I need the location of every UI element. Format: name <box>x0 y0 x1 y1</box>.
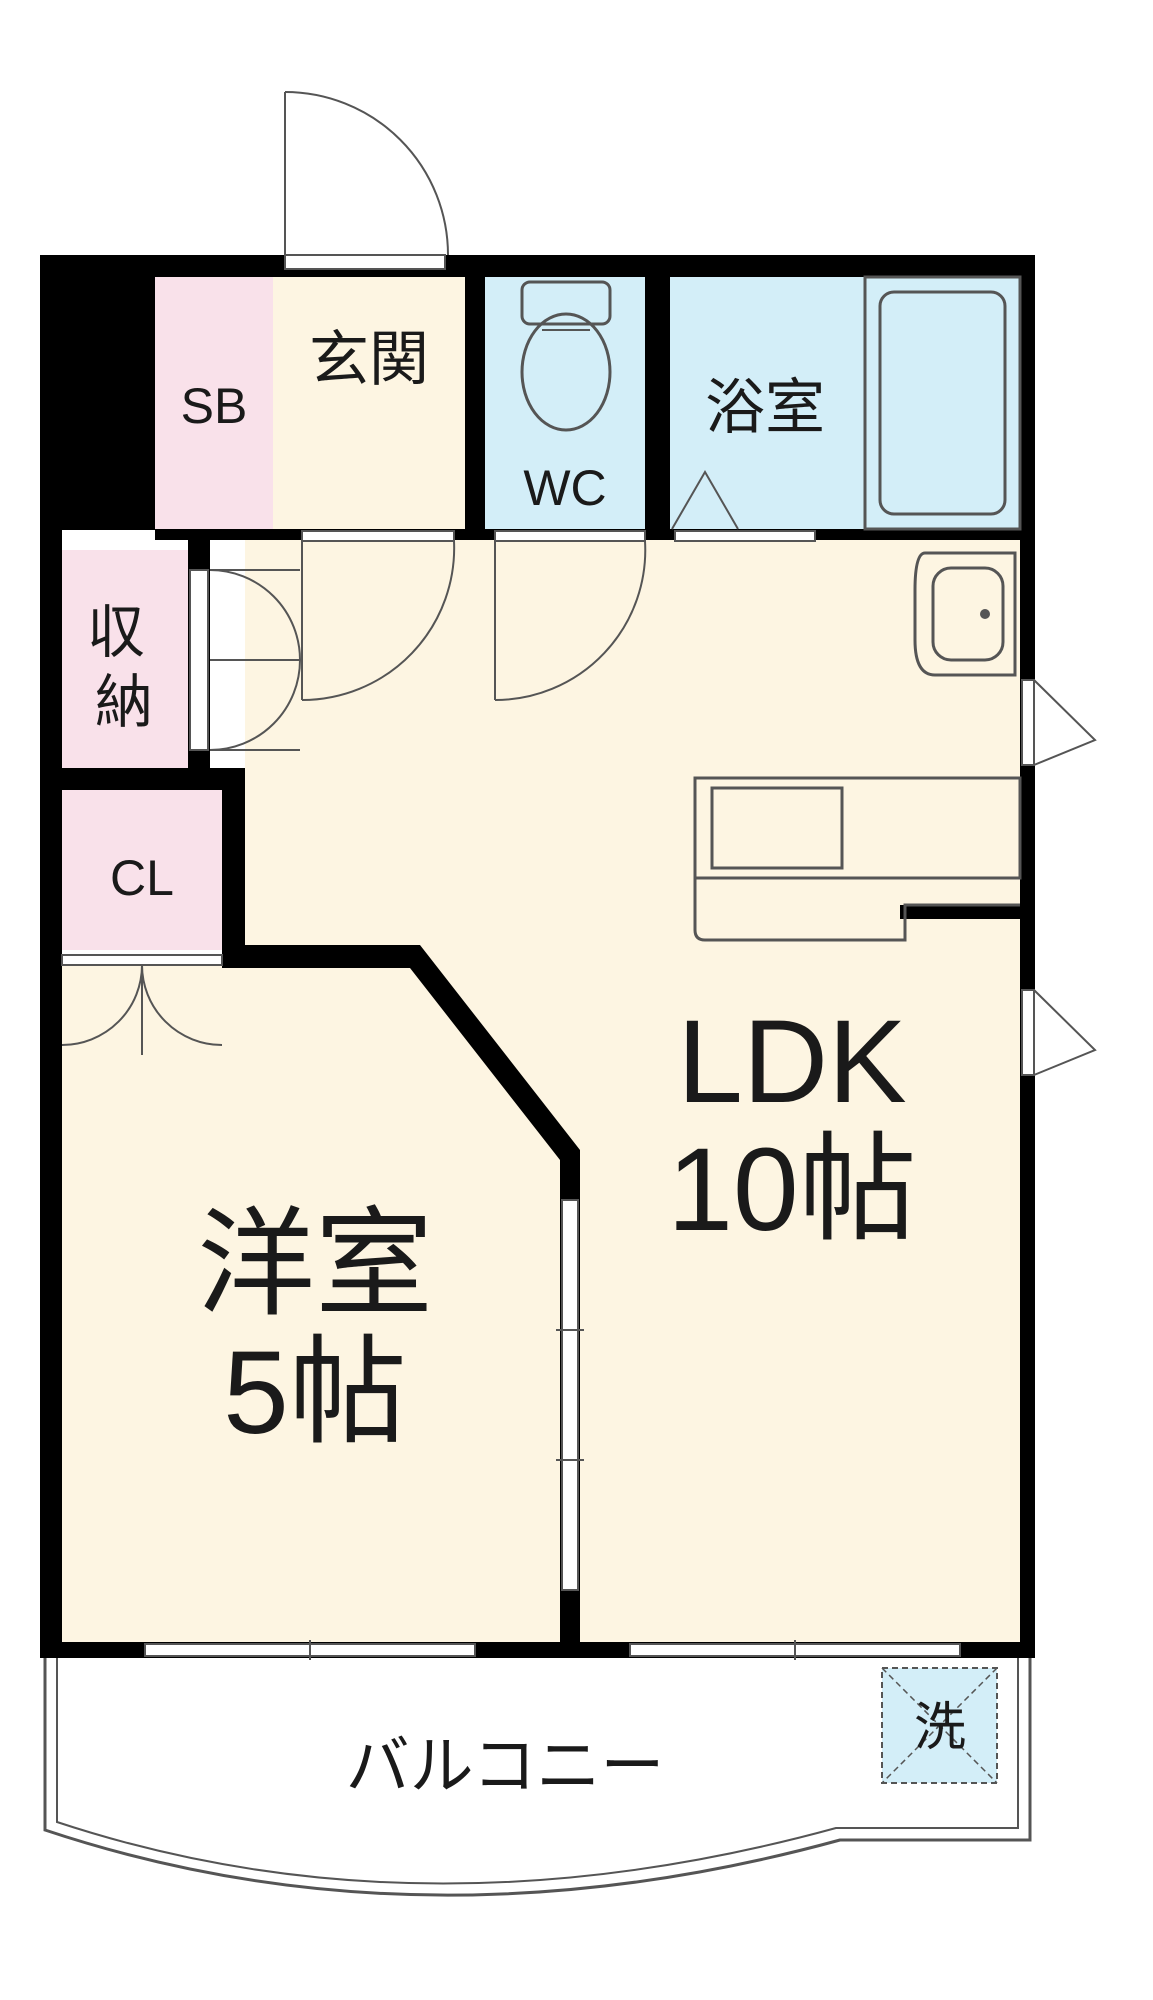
label-ldk-size: 10帖 <box>667 1124 916 1256</box>
doors <box>61 91 1097 1076</box>
balcony-inner-outline <box>56 1658 1019 1885</box>
label-western-size: 5帖 <box>223 1327 407 1459</box>
label-storage-line2: 納 <box>95 670 153 735</box>
label-sb: SB <box>181 378 248 434</box>
closet-floor <box>62 790 222 950</box>
shoe-box-floor <box>155 277 273 529</box>
balcony-outline <box>43 1658 1032 1897</box>
label-storage-line1: 収 <box>87 600 145 665</box>
windows <box>61 254 1035 1660</box>
label-balcony: バルコニー <box>346 1730 665 1802</box>
toilet-fixture <box>520 280 612 432</box>
label-storage: 収 納 <box>87 600 161 735</box>
label-genkan: 玄関 <box>309 326 429 393</box>
washbasin-fixture <box>913 551 1017 677</box>
wc-floor <box>485 277 645 529</box>
laundry-pan <box>881 1667 998 1784</box>
bathtub-fixture <box>863 275 1022 531</box>
label-closet: CL <box>110 850 174 906</box>
label-western-name: 洋室 <box>197 1199 433 1331</box>
label-bath: 浴室 <box>705 374 825 441</box>
room-labels: SB 玄関 WC 浴室 収 納 CL LDK 10帖 洋室 5帖 バルコニー 洗 <box>87 326 966 1802</box>
western-room-floor <box>60 955 565 1642</box>
bath-floor <box>670 277 1020 529</box>
genkan-floor <box>273 277 465 529</box>
label-ldk-name: LDK <box>677 996 907 1128</box>
kitchen-counter-fixture <box>693 776 1022 942</box>
fixtures <box>520 275 1022 942</box>
ldk-floor <box>245 540 1020 1642</box>
floor-fills <box>60 277 1020 1642</box>
storage-floor <box>62 550 188 768</box>
label-wc: WC <box>523 460 606 516</box>
label-laundry: 洗 <box>914 1699 966 1757</box>
